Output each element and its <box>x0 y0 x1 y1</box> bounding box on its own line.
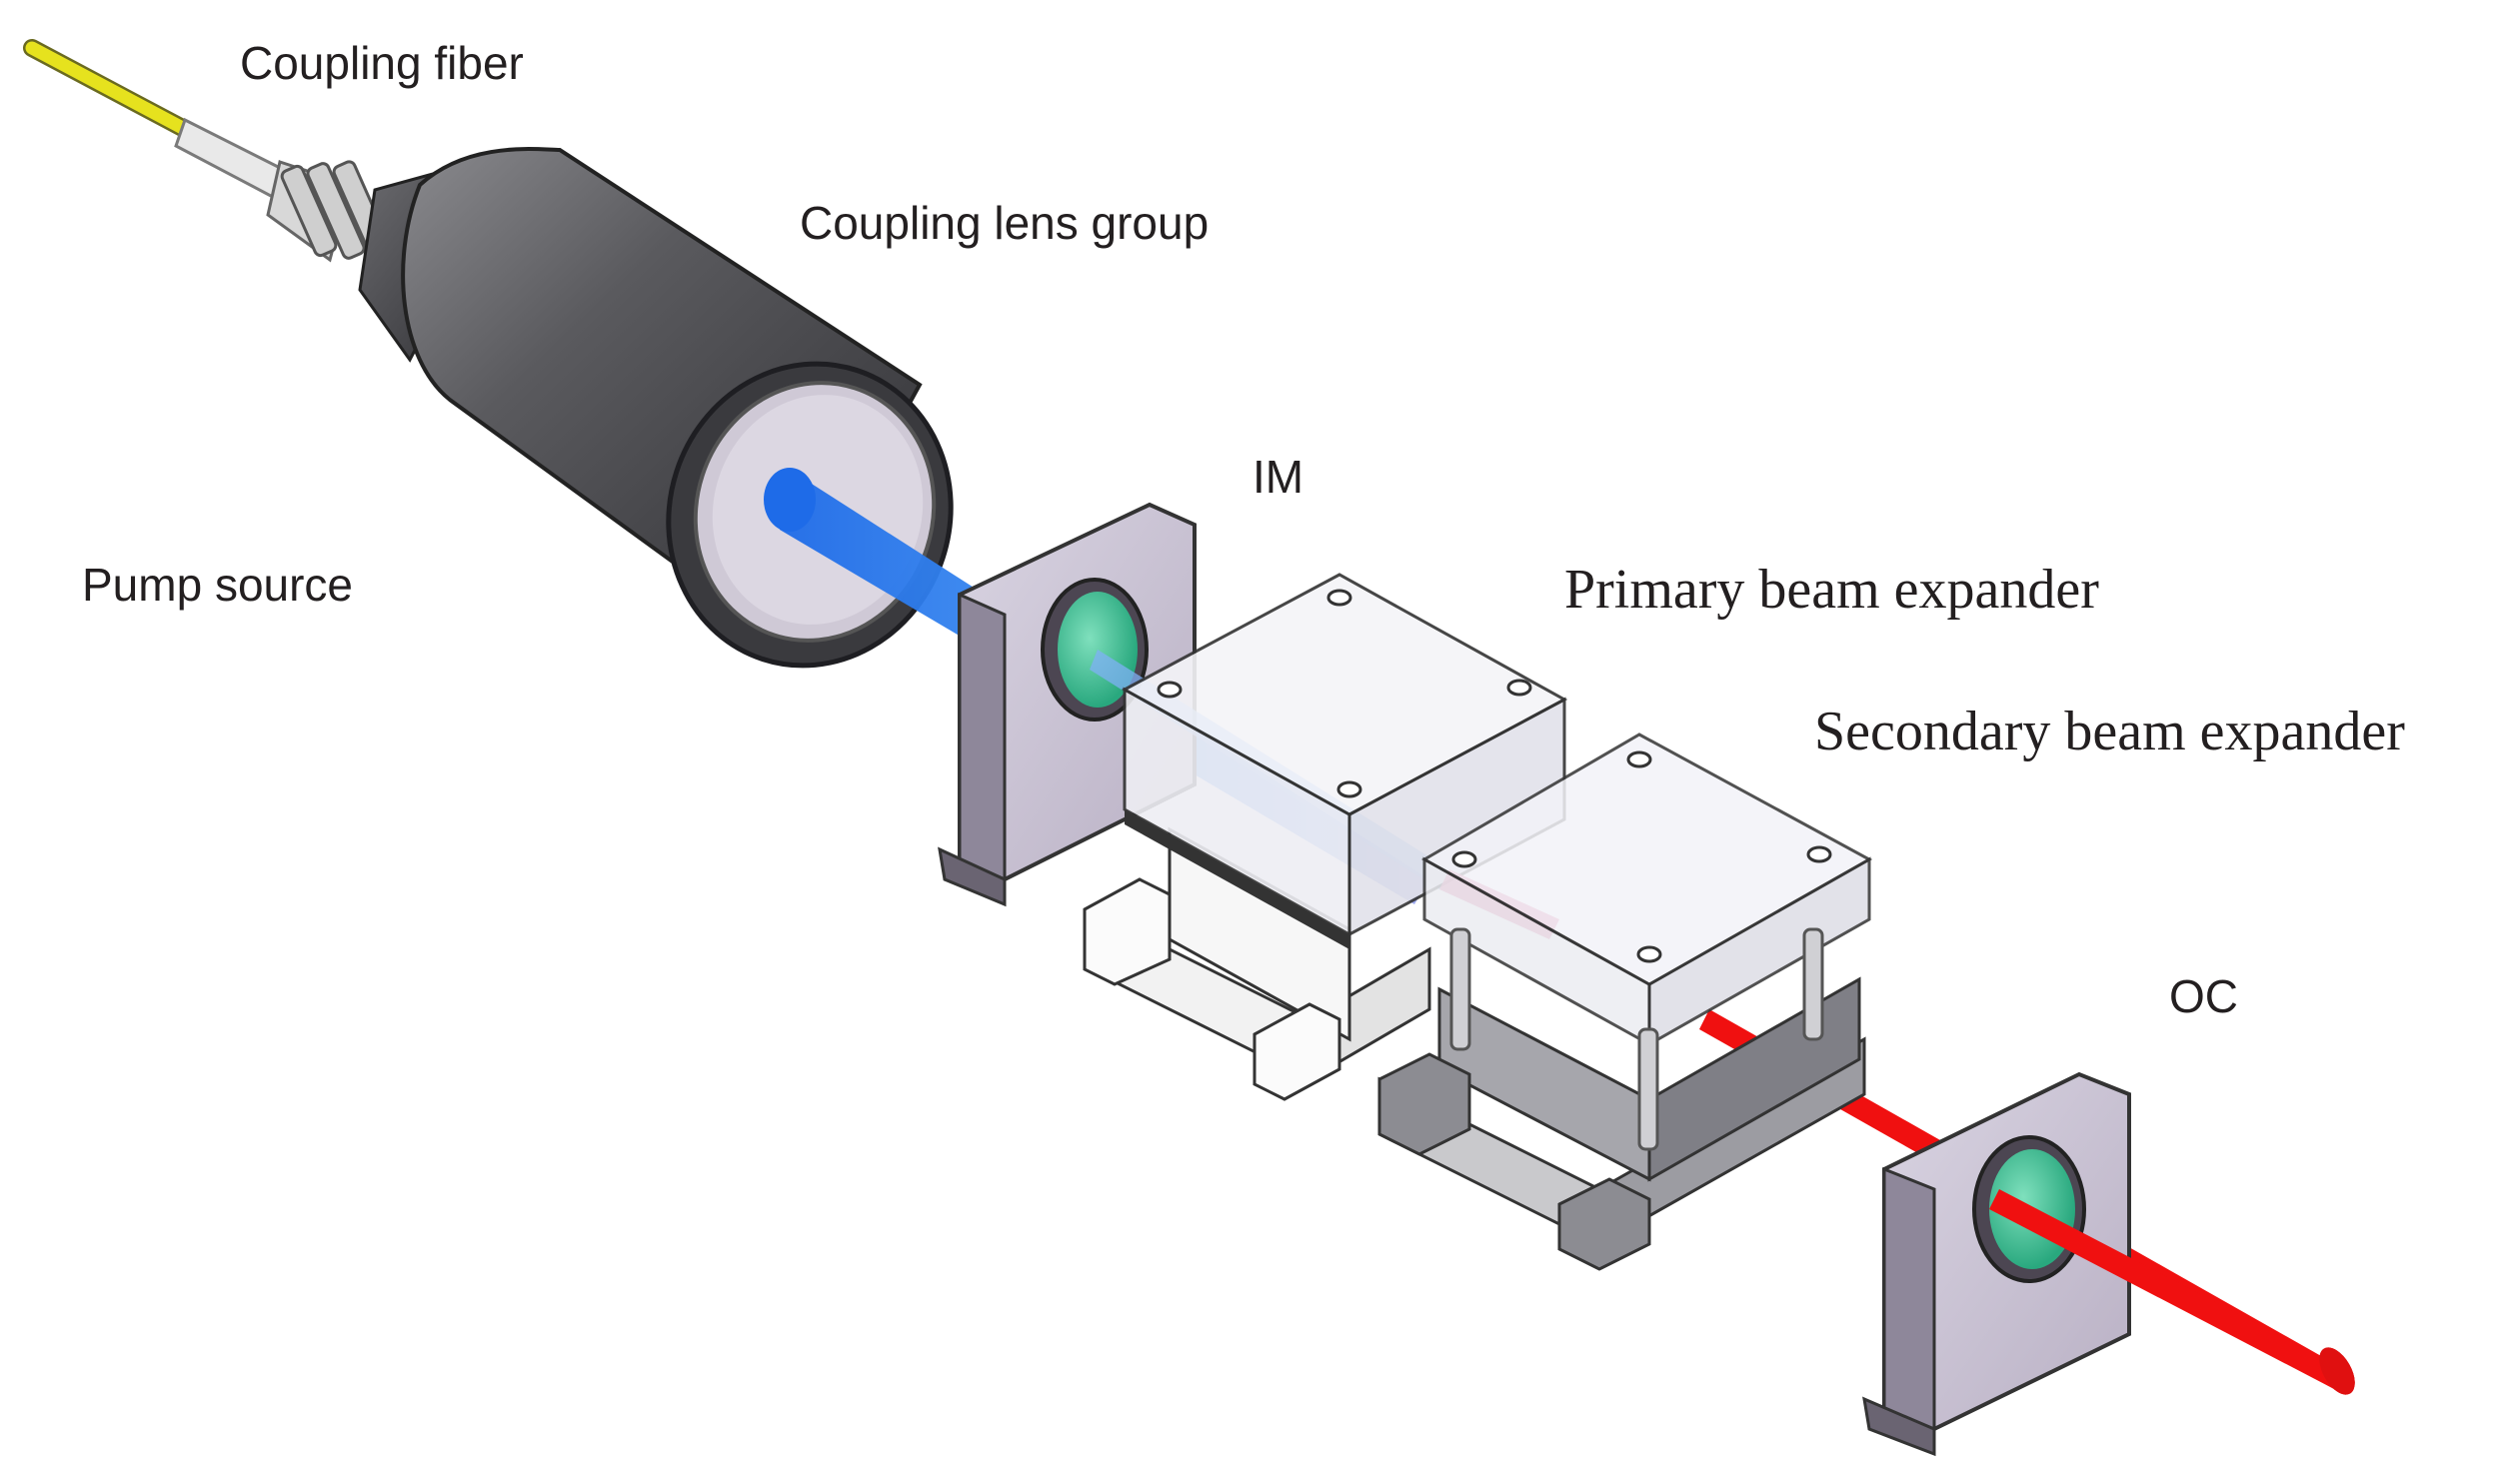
label-coupling-fiber: Coupling fiber <box>240 37 524 89</box>
label-im: IM <box>1253 451 1304 503</box>
secondary-beam-expander <box>1377 733 1873 1271</box>
label-primary-beam-expander: Primary beam expander <box>1564 559 2099 621</box>
label-secondary-beam-expander: Secondary beam expander <box>1814 701 2405 762</box>
label-coupling-lens-group: Coupling lens group <box>800 197 1210 249</box>
oc-mirror-mount <box>1862 1071 2131 1457</box>
primary-beam-expander <box>1083 573 1568 1101</box>
label-oc: OC <box>2169 970 2238 1022</box>
label-pump-source: Pump source <box>82 559 354 611</box>
